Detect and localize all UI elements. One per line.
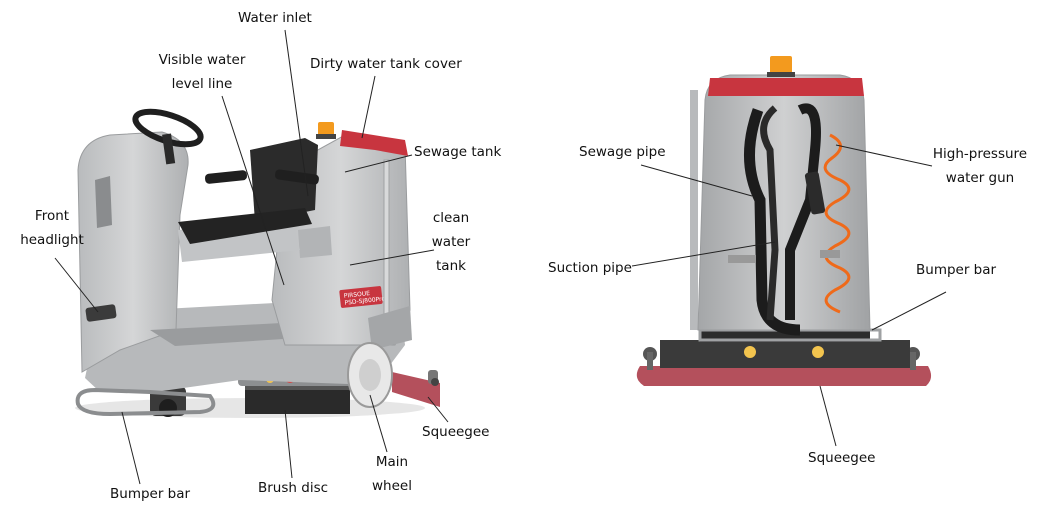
- leader-clean-tank: [349, 249, 435, 266]
- label-clean-water-tank: clean water tank: [431, 210, 471, 274]
- left-main-body: PIRSOUE PSD-SJ800Pro: [75, 108, 412, 417]
- left-bumper-bar: [75, 387, 216, 417]
- leader-water-inlet: [284, 29, 309, 197]
- label-visible-water-level-line: Visible water level line: [158, 52, 246, 92]
- label-left-bumper-bar: Bumper bar: [110, 486, 191, 502]
- left-squeegee: [392, 370, 440, 407]
- right-red-cover: [708, 78, 864, 96]
- leader-left-squeegee: [427, 396, 449, 423]
- leader-right-squeegee: [819, 385, 837, 447]
- leader-dirty-cover: [361, 75, 376, 139]
- leader-sewage-tank: [344, 154, 413, 173]
- leader-sewage-pipe: [640, 164, 753, 197]
- label-sewage-pipe: Sewage pipe: [579, 144, 666, 160]
- left-machine: PIRSOUE PSD-SJ800Pro: [75, 108, 440, 418]
- label-right-bumper-bar: Bumper bar: [916, 262, 997, 278]
- brand-plate: [339, 286, 383, 308]
- label-high-pressure-water-gun: High-pressure water gun: [932, 146, 1028, 186]
- leader-visible-level: [221, 95, 285, 286]
- right-squeegee: [636, 366, 932, 386]
- label-front-headlight: Front headlight: [20, 208, 84, 248]
- label-dirty-water-tank-cover: Dirty water tank cover: [310, 56, 462, 72]
- right-water-gun: [804, 171, 826, 215]
- label-sewage-tank: Sewage tank: [414, 144, 502, 160]
- right-sewage-pipe: [744, 108, 801, 336]
- left-main-wheel: [347, 342, 393, 408]
- right-spring-hose: [823, 133, 851, 314]
- leader-high-pressure: [835, 144, 933, 167]
- brand-model-text: PSD-SJ800Pro: [344, 295, 386, 306]
- leader-left-bumper: [121, 411, 141, 485]
- brand-logo-text: PIRSOUE: [343, 290, 370, 300]
- right-suction-pipe: [760, 105, 779, 321]
- leader-brush-disc: [284, 409, 293, 479]
- label-brush-disc: Brush disc: [258, 480, 329, 496]
- leader-front-headlight: [54, 257, 99, 313]
- leader-lines: [54, 29, 947, 485]
- left-steering-wheel: [132, 108, 204, 165]
- leader-suction-pipe: [631, 241, 776, 267]
- right-machine: [636, 56, 932, 386]
- label-water-inlet: Water inlet: [238, 10, 312, 26]
- leader-main-wheel: [369, 394, 388, 453]
- label-right-squeegee: Squeegee: [808, 450, 876, 466]
- leader-right-bumper: [871, 291, 947, 331]
- label-main-wheel: Main wheel: [372, 454, 412, 494]
- right-handle-pole: [690, 90, 698, 330]
- label-suction-pipe: Suction pipe: [548, 260, 632, 276]
- label-left-squeegee: Squeegee: [422, 424, 490, 440]
